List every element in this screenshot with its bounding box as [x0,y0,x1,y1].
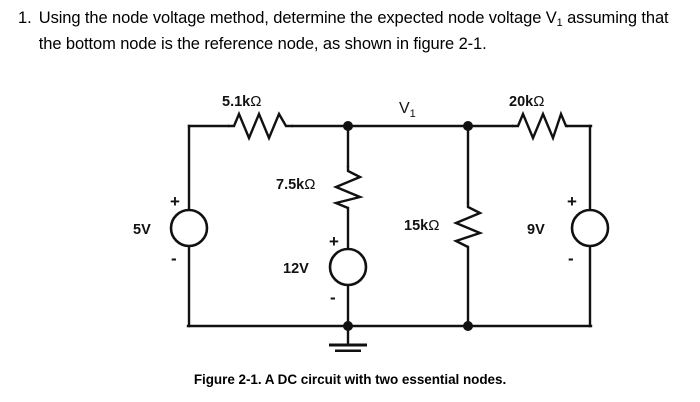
question-text: Using the node voltage method, determine… [39,6,690,56]
question-number: 1. [18,9,32,27]
source-9v-symbol [570,208,610,248]
resistor-20k-unit: Ω [533,93,544,110]
resistor-5p1k-label: 5.1kΩ [222,93,261,110]
resistor-15k-unit: Ω [428,217,439,234]
source-5v-plus-sign: + [170,192,180,211]
node-voltage-label-sub: 1 [410,108,416,120]
resistor-20k-label: 20kΩ [509,93,544,110]
problem-row: 1. Using the node voltage method, determ… [18,6,690,56]
question-text-part2: assuming that the bottom node is the ref… [38,9,669,53]
question-text-part1: Using the node voltage method, determine… [38,9,557,27]
source-5v-label: 5V [133,222,151,238]
resistor-7p5k-value: 7.5k [276,177,305,193]
circuit-svg: + - 5V + - 12V + - 9V 5.1kΩ 7 [133,93,610,352]
resistor-15k-symbol [452,202,484,249]
resistor-7p5k-label: 7.5kΩ [276,176,315,193]
node-dot-v1 [343,121,353,131]
node-dot-top-right [463,121,473,131]
source-12v-label: 12V [283,261,309,277]
source-5v-symbol [169,208,209,248]
resistor-5p1k-value: 5.1k [222,94,251,110]
resistor-20k-symbol [512,110,568,142]
source-9v-plus-sign: + [567,192,577,211]
problem-statement: 1. Using the node voltage method, determ… [18,6,690,56]
source-5v-minus-sign: - [171,249,177,268]
node-voltage-label-v: V [399,100,410,117]
node-dot-bottom-right [463,321,473,331]
source-12v-symbol [328,247,368,287]
question-text-subscript: 1 [556,17,563,29]
source-9v-label: 9V [527,222,545,238]
resistor-5p1k-unit: Ω [250,93,261,110]
resistor-15k-label: 15kΩ [404,217,439,234]
resistor-5p1k-symbol [228,110,293,142]
resistor-7p5k-symbol [332,166,364,210]
resistor-15k-value: 15k [404,218,429,234]
source-12v-minus-sign: - [330,288,336,307]
figure-caption: Figure 2-1. A DC circuit with two essent… [193,372,507,387]
resistor-7p5k-unit: Ω [304,176,315,193]
resistor-20k-value: 20k [509,94,534,110]
node-voltage-label: V1 [399,100,416,120]
circuit-diagram: + - 5V + - 12V + - 9V 5.1kΩ 7 [0,82,700,352]
source-9v-minus-sign: - [568,249,574,268]
source-12v-plus-sign: + [329,232,339,251]
